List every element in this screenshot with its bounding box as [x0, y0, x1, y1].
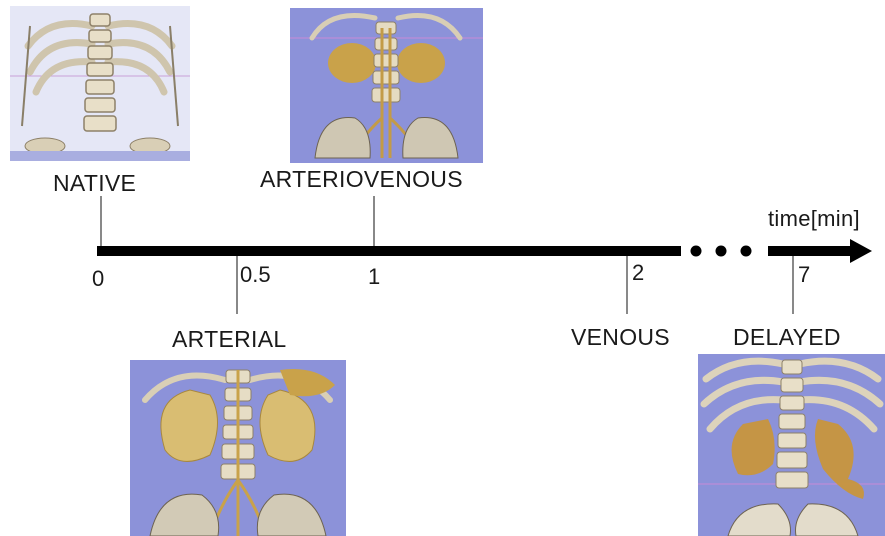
tick-label-0-5: 0.5 [240, 262, 271, 288]
ellipsis-icon [691, 246, 752, 257]
tick-label-0: 0 [92, 266, 104, 292]
phase-label-arteriovenous: ARTERIOVENOUS [260, 166, 463, 193]
arrow-head-icon [850, 239, 872, 263]
phase-label-delayed: DELAYED [733, 324, 841, 351]
phase-label-arterial: ARTERIAL [172, 326, 286, 353]
phase-label-venous: VENOUS [571, 324, 670, 351]
axis-label: time[min] [768, 206, 860, 232]
timeline-bar [97, 246, 681, 256]
tick-label-2: 2 [632, 260, 644, 286]
phase-label-native: NATIVE [53, 170, 136, 197]
timeline-bar-end [768, 246, 852, 256]
tick-label-7: 7 [798, 262, 810, 288]
tick-label-1: 1 [368, 264, 380, 290]
